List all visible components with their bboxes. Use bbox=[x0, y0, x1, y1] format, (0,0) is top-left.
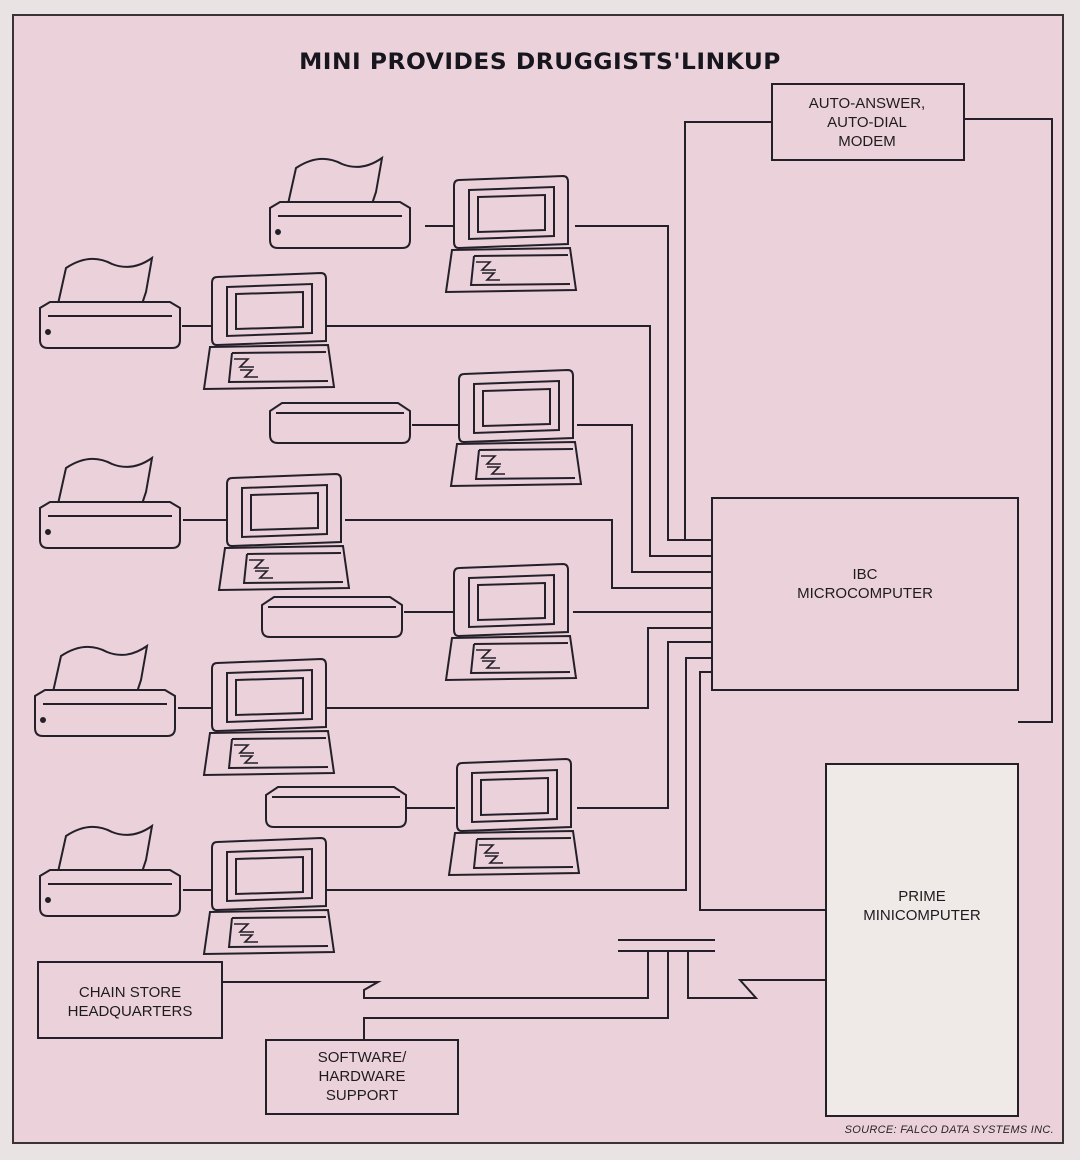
diagram-title: MINI PROVIDES DRUGGISTS'LINKUP bbox=[211, 50, 868, 75]
ibc-microcomputer-label: IBC MICROCOMPUTER bbox=[712, 565, 1018, 603]
prime-minicomputer-label: PRIME MINICOMPUTER bbox=[826, 887, 1018, 925]
chain-store-headquarters-label: CHAIN STORE HEADQUARTERS bbox=[38, 983, 222, 1021]
terminal-2 bbox=[204, 273, 334, 389]
printer-1 bbox=[270, 158, 410, 248]
wire-prime-line bbox=[688, 951, 826, 998]
printer-5 bbox=[262, 597, 402, 637]
terminal-devices bbox=[35, 158, 581, 954]
modem-label: AUTO-ANSWER, AUTO-DIAL MODEM bbox=[772, 94, 962, 151]
wire-chain-store bbox=[222, 951, 648, 998]
printer-7 bbox=[266, 787, 406, 827]
wire-ibc-to-modem bbox=[685, 122, 772, 540]
software-hardware-support-label: SOFTWARE/ HARDWARE SUPPORT bbox=[266, 1048, 458, 1105]
terminal-8 bbox=[204, 838, 334, 954]
wire-terminal-6 bbox=[577, 642, 712, 808]
terminal-3 bbox=[451, 370, 581, 486]
wire-support bbox=[364, 951, 668, 1042]
printer-8 bbox=[40, 826, 180, 916]
source-credit: SOURCE: FALCO DATA SYSTEMS INC. bbox=[790, 1124, 1054, 1136]
printer-3 bbox=[270, 403, 410, 443]
printer-4 bbox=[40, 458, 180, 548]
terminal-6 bbox=[204, 659, 334, 775]
wire-terminal-2 bbox=[575, 226, 712, 540]
terminal-7 bbox=[449, 759, 579, 875]
wire-terminal-3 bbox=[577, 425, 712, 572]
prime-minicomputer-box bbox=[826, 764, 1018, 1116]
printer-6 bbox=[35, 646, 175, 736]
printer-2 bbox=[40, 258, 180, 348]
terminal-5 bbox=[446, 564, 576, 680]
terminal-1 bbox=[446, 176, 576, 292]
wire-ibc-to-prime bbox=[700, 672, 826, 910]
terminal-4 bbox=[219, 474, 349, 590]
